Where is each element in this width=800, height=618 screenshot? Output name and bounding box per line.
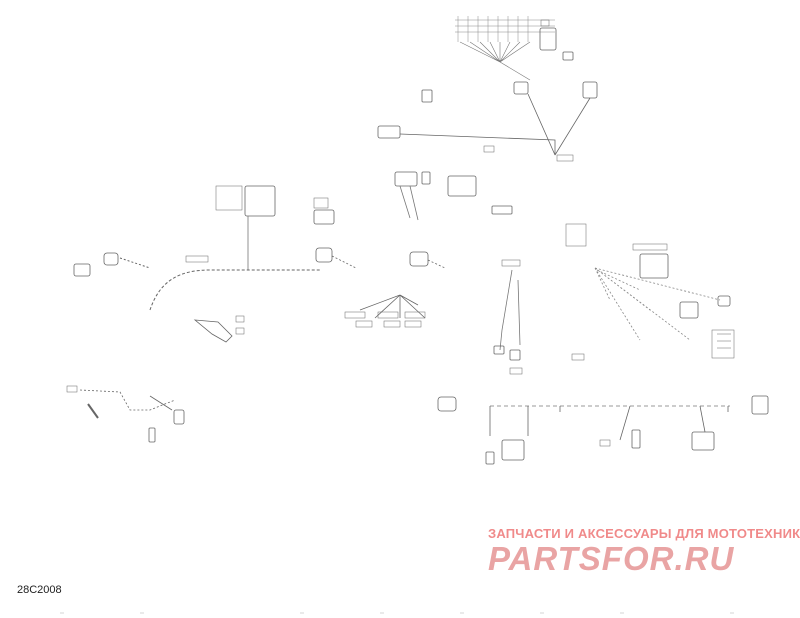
connector-far-left [73,263,91,277]
connector-lower-left [437,396,457,412]
fan-pin-labels [455,16,555,42]
fan-callout-4 [355,320,373,328]
callout-box [235,315,245,323]
relay-small-part [562,51,574,61]
connector-bottom-left [173,409,185,425]
fuse-holder-part [394,171,418,187]
connector-small-top [421,89,433,103]
callout-box [556,154,574,162]
center-splice-fan [344,251,446,328]
callout-box [501,259,521,267]
connector-mid-part [313,209,335,225]
main-harness [119,255,320,311]
right-pin-table [711,329,735,359]
callout-box [313,197,329,209]
connector-center [409,251,429,267]
connector-bottom-right [751,395,769,415]
connector-far-right [717,295,731,307]
right-pin-label [632,243,668,251]
plug-lower-mid [631,429,641,449]
callout-box [66,385,78,393]
right-harness-branch [571,243,769,415]
right-module-part [639,253,669,279]
callout-box [599,439,611,447]
top-connector-fan [455,16,574,81]
callout-box [185,255,209,263]
fan-wires [459,41,531,81]
fan-callout-1 [344,311,366,319]
ecu-label-table [215,185,243,211]
connector-lower-right [691,431,715,451]
module-part [447,175,477,197]
callout-box [571,353,585,361]
sensor-part [421,171,431,185]
connector-mid-left [315,247,333,263]
relay-block-callout [540,19,550,27]
callout-box [509,367,523,375]
left-bottom-harness [66,385,185,443]
pin-table [565,223,587,247]
fan-callout-6 [404,320,422,328]
fan-callout-5 [383,320,401,328]
fan-callout-2 [377,311,399,319]
connector-right-stack [679,301,699,319]
connector-upper-left [513,81,529,95]
figure-id: 28C2008 [17,584,62,596]
fan-callout-3 [404,311,426,319]
connector-lower-center [501,439,525,461]
upper-harness-branch [377,81,598,162]
lower-harness [437,259,730,465]
connector-left-round [103,252,119,266]
connector-lower-tiny [485,451,495,465]
connector-left-plug [377,125,401,139]
handlebar-switch [193,315,245,343]
connector-lower-b [509,349,521,361]
callout-box [483,145,495,153]
watermark-title: ЗАПЧАСТИ И АКСЕССУАРЫ ДЛЯ МОТОТЕХНИКИ [488,526,800,541]
ecu-module [215,185,276,270]
middle-components [313,171,587,247]
watermark-logo: PARTSFOR.RU [488,540,735,577]
ecu-body-part [244,185,276,217]
callout-box [235,327,245,335]
connector-lower-a [493,345,505,355]
connector-upper-right [582,81,598,99]
plug-bottom-left [148,427,156,443]
relay-block-part [539,27,557,51]
connector-pair-part [491,205,513,215]
